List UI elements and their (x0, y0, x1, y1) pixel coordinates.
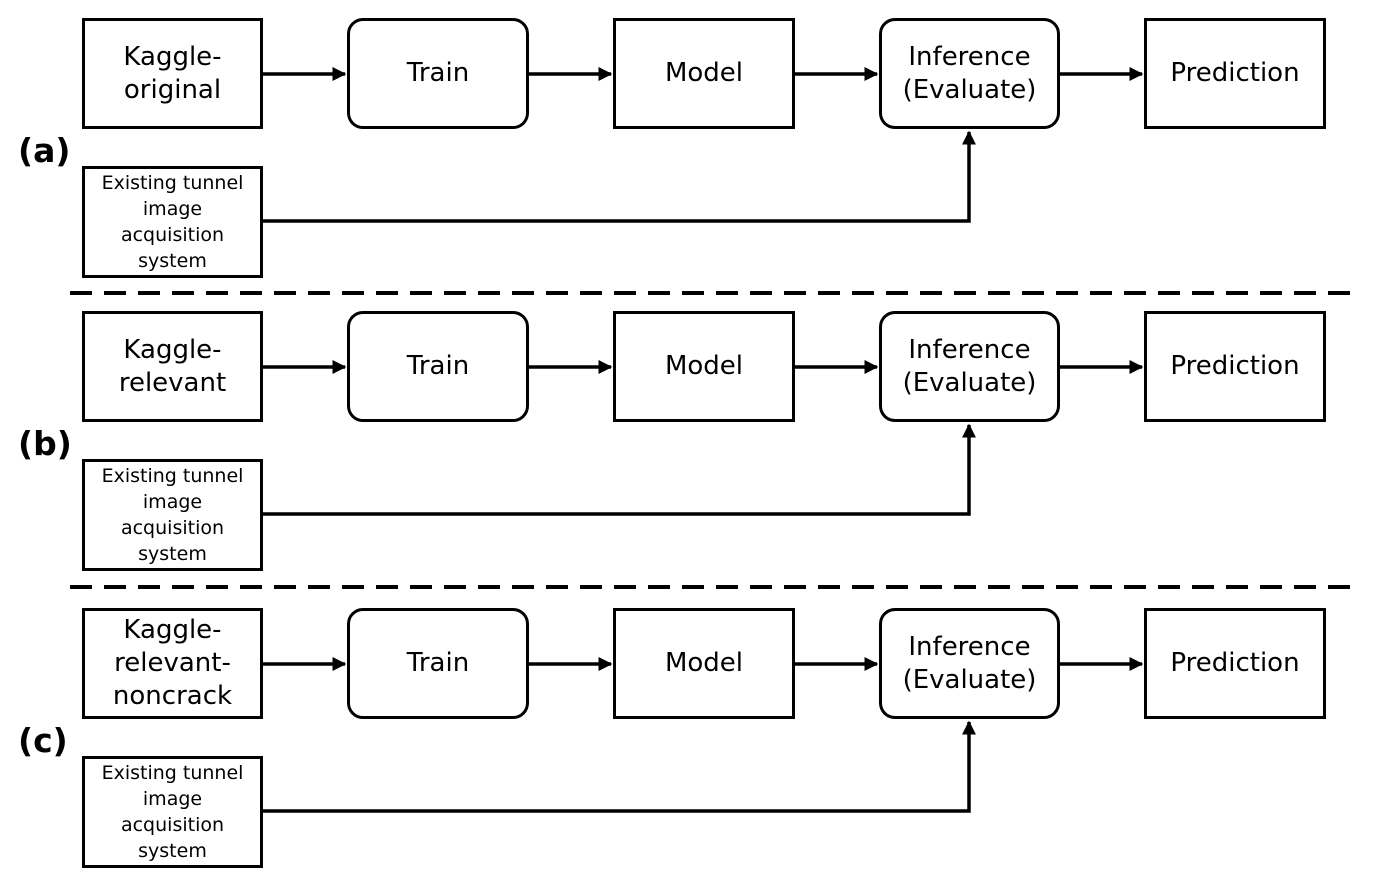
arrow-acquisition-to-inference (263, 130, 976, 223)
acquisition-system-label: Existing tunnel image acquisition system (101, 762, 244, 862)
dataset-source-box: Kaggle- relevant- noncrack (82, 608, 263, 719)
train-box: Train (347, 608, 529, 719)
panel-b: (b) Kaggle- relevant Train Model Inferen… (0, 311, 1380, 571)
acquisition-system-label: Existing tunnel image acquisition system (101, 172, 244, 272)
section-separator (70, 585, 1360, 589)
model-box: Model (613, 18, 795, 129)
panel-label: (a) (18, 131, 71, 170)
arrow-acquisition-to-inference (263, 423, 976, 516)
train-box: Train (347, 18, 529, 129)
dataset-source-label: Kaggle- relevant- noncrack (112, 615, 233, 711)
prediction-label: Prediction (1170, 351, 1300, 381)
inference-label: Inference (Evaluate) (902, 334, 1037, 398)
train-label: Train (406, 58, 470, 88)
section-separator (70, 291, 1360, 295)
model-box: Model (613, 608, 795, 719)
model-label: Model (664, 648, 744, 678)
model-label: Model (664, 58, 744, 88)
panel-c-connectors (263, 657, 1144, 813)
acquisition-system-box: Existing tunnel image acquisition system (82, 166, 263, 278)
acquisition-system-box: Existing tunnel image acquisition system (82, 756, 263, 868)
dataset-source-label: Kaggle- relevant (118, 334, 227, 398)
panel-b-connectors (263, 360, 1144, 516)
panel-a: (a) Kaggle- original Train Model Inferen… (0, 18, 1380, 278)
panel-a-connectors (263, 67, 1144, 223)
inference-label: Inference (Evaluate) (902, 631, 1037, 695)
inference-box: Inference (Evaluate) (879, 311, 1060, 422)
acquisition-system-box: Existing tunnel image acquisition system (82, 459, 263, 571)
panel-label: (c) (18, 721, 68, 760)
model-label: Model (664, 351, 744, 381)
model-box: Model (613, 311, 795, 422)
train-label: Train (406, 648, 470, 678)
prediction-box: Prediction (1144, 18, 1326, 129)
dataset-source-box: Kaggle- relevant (82, 311, 263, 422)
train-box: Train (347, 311, 529, 422)
inference-box: Inference (Evaluate) (879, 608, 1060, 719)
inference-label: Inference (Evaluate) (902, 41, 1037, 105)
prediction-box: Prediction (1144, 608, 1326, 719)
arrow-acquisition-to-inference (263, 720, 976, 813)
train-label: Train (406, 351, 470, 381)
dataset-source-box: Kaggle- original (82, 18, 263, 129)
prediction-label: Prediction (1170, 648, 1300, 678)
panel-c: (c) Kaggle- relevant- noncrack Train Mod… (0, 608, 1380, 868)
inference-box: Inference (Evaluate) (879, 18, 1060, 129)
prediction-label: Prediction (1170, 58, 1300, 88)
acquisition-system-label: Existing tunnel image acquisition system (101, 465, 244, 565)
dataset-source-label: Kaggle- original (123, 41, 222, 105)
panel-label: (b) (18, 424, 72, 463)
prediction-box: Prediction (1144, 311, 1326, 422)
